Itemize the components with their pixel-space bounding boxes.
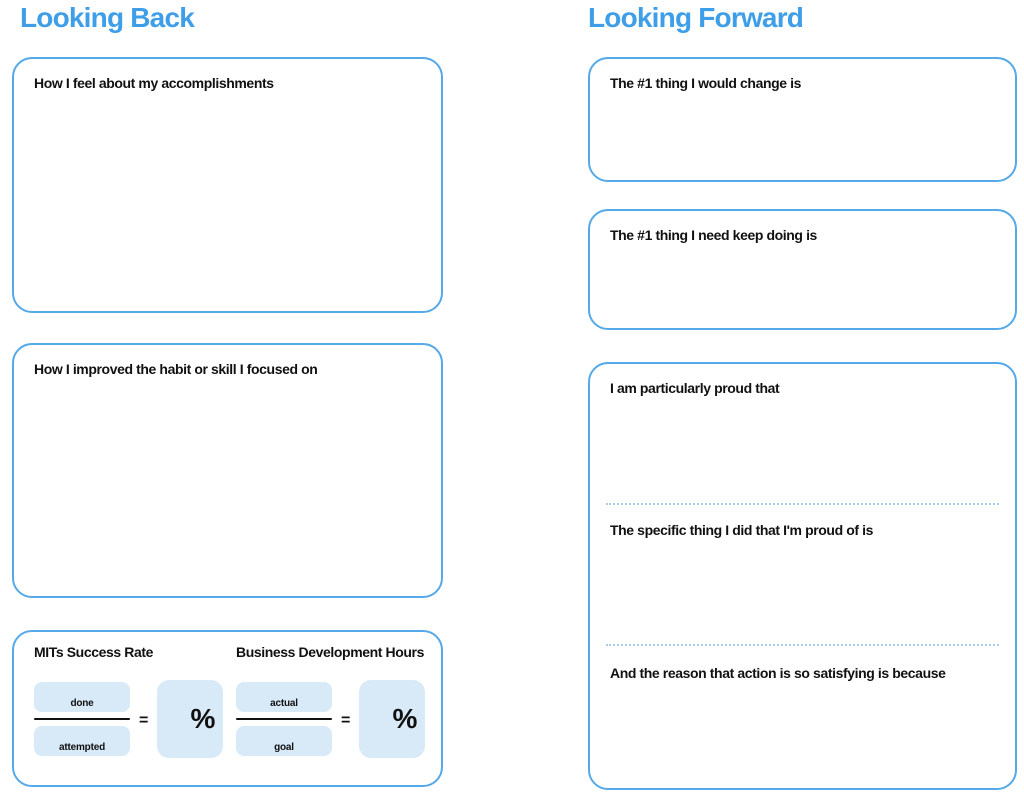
bizdev-fraction: actual goal: [236, 682, 332, 756]
bizdev-denominator-field[interactable]: goal: [236, 726, 332, 756]
business-development-hours-title: Business Development Hours: [236, 644, 424, 660]
mits-fraction: done attempted: [34, 682, 130, 756]
proud-that-label: I am particularly proud that: [610, 380, 780, 396]
accomplishments-write-area[interactable]: [18, 99, 437, 307]
bizdev-fraction-group: actual goal = %: [236, 680, 426, 758]
mits-fraction-group: done attempted = %: [34, 680, 224, 758]
equals-sign: =: [139, 712, 149, 729]
thing-to-change-write-area[interactable]: [594, 99, 1011, 176]
specific-thing-label: The specific thing I did that I'm proud …: [610, 522, 873, 538]
metrics-box: MITs Success Rate Business Development H…: [12, 630, 443, 787]
thing-to-change-label: The #1 thing I would change is: [610, 75, 802, 91]
habit-improvement-label: How I improved the habit or skill I focu…: [34, 361, 318, 377]
equals-sign: =: [341, 712, 351, 729]
looking-back-title: Looking Back: [20, 2, 195, 33]
mits-percent-field[interactable]: %: [157, 680, 224, 758]
proud-box: I am particularly proud that The specifi…: [588, 362, 1017, 790]
satisfying-reason-label: And the reason that action is so satisfy…: [610, 665, 946, 681]
dotted-divider: [606, 644, 999, 646]
fraction-bar: [236, 718, 332, 720]
bizdev-percent-field[interactable]: %: [359, 680, 426, 758]
bizdev-numerator-field[interactable]: actual: [236, 682, 332, 712]
mits-denominator-field[interactable]: attempted: [34, 726, 130, 756]
accomplishments-box: How I feel about my accomplishments: [12, 57, 443, 313]
thing-to-change-box: The #1 thing I would change is: [588, 57, 1017, 182]
looking-forward-title: Looking Forward: [588, 2, 804, 33]
keep-doing-write-area[interactable]: [594, 251, 1011, 324]
habit-improvement-box: How I improved the habit or skill I focu…: [12, 343, 443, 598]
dotted-divider: [606, 503, 999, 505]
mits-success-rate-title: MITs Success Rate: [34, 644, 153, 660]
accomplishments-label: How I feel about my accomplishments: [34, 75, 274, 91]
keep-doing-label: The #1 thing I need keep doing is: [610, 227, 817, 243]
habit-improvement-write-area[interactable]: [18, 385, 437, 592]
keep-doing-box: The #1 thing I need keep doing is: [588, 209, 1017, 330]
fraction-bar: [34, 718, 130, 720]
mits-numerator-field[interactable]: done: [34, 682, 130, 712]
